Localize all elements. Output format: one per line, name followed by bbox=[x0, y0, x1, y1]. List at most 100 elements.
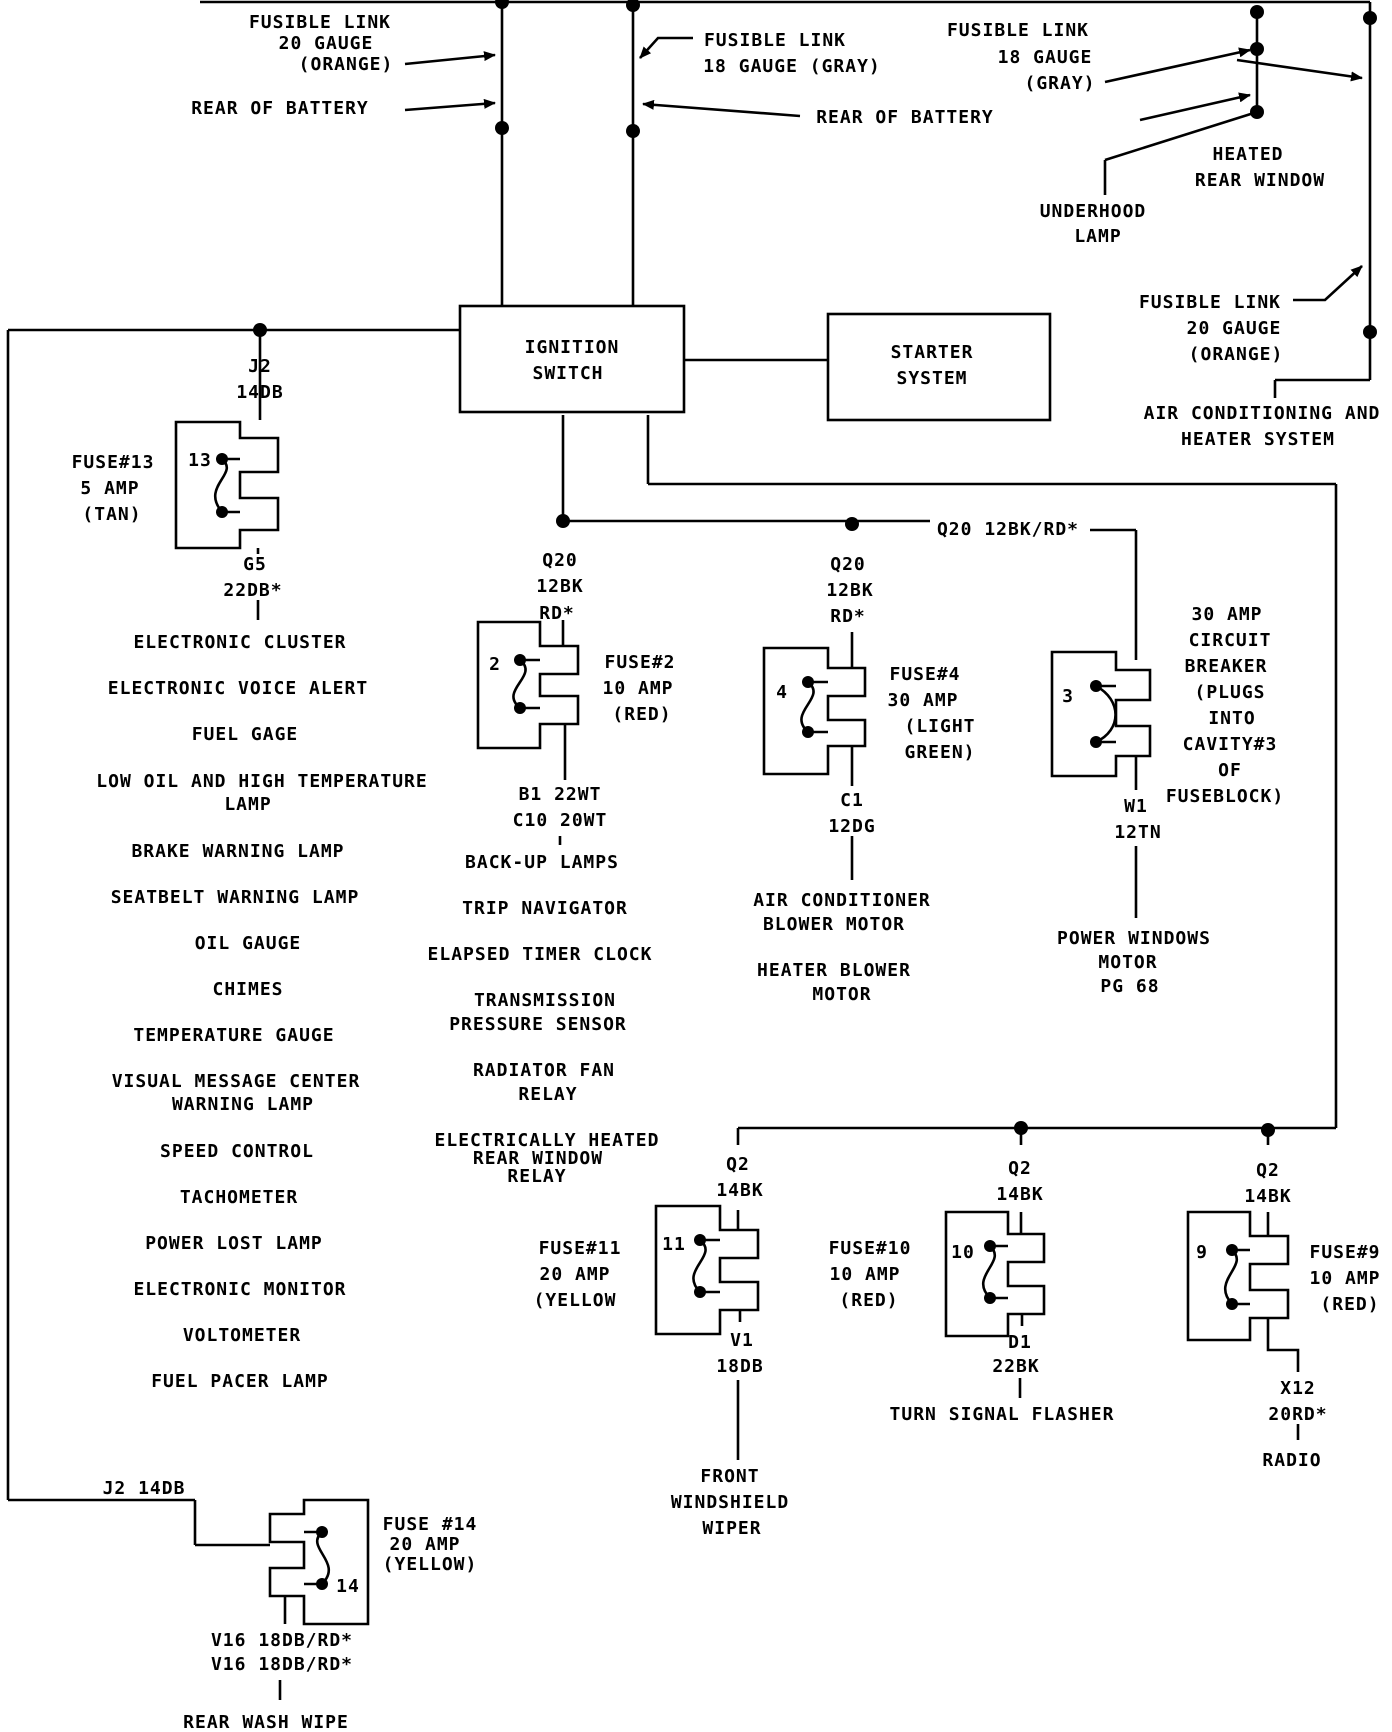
svg-text:PG 68: PG 68 bbox=[1100, 976, 1159, 997]
svg-text:C1: C1 bbox=[840, 790, 864, 811]
svg-text:FUEL PACER LAMP: FUEL PACER LAMP bbox=[151, 1371, 329, 1392]
fuse-10-load-turn-signal: TURN SIGNAL FLASHER bbox=[890, 1404, 1115, 1425]
svg-text:AIR CONDITIONING AND: AIR CONDITIONING AND bbox=[1144, 403, 1381, 424]
svg-text:WIPER: WIPER bbox=[702, 1518, 761, 1539]
svg-text:RELAY: RELAY bbox=[518, 1084, 577, 1105]
bus-wire-label: Q20 12BK/RD* bbox=[937, 519, 1079, 540]
svg-text:18 GAUGE (GRAY): 18 GAUGE (GRAY) bbox=[703, 56, 881, 77]
svg-text:14BK: 14BK bbox=[1244, 1186, 1291, 1207]
svg-text:WARNING LAMP: WARNING LAMP bbox=[172, 1094, 314, 1115]
svg-text:INTO: INTO bbox=[1208, 708, 1255, 729]
svg-text:18DB: 18DB bbox=[716, 1356, 763, 1377]
svg-text:(TAN): (TAN) bbox=[82, 504, 141, 525]
svg-text:D1: D1 bbox=[1008, 1332, 1032, 1353]
svg-text:CHIMES: CHIMES bbox=[212, 979, 283, 1000]
svg-text:Q20: Q20 bbox=[542, 550, 578, 571]
fuse-4: 4 Q20 12BK RD* FUSE#4 30 AMP (LIGHT GREE… bbox=[762, 554, 975, 880]
svg-text:12BK: 12BK bbox=[826, 580, 873, 601]
svg-text:30 AMP: 30 AMP bbox=[1191, 604, 1262, 625]
svg-text:(ORANGE): (ORANGE) bbox=[299, 54, 394, 75]
rear-of-battery-left: REAR OF BATTERY bbox=[191, 98, 369, 119]
svg-text:TRANSMISSION: TRANSMISSION bbox=[474, 990, 616, 1011]
svg-text:BLOWER MOTOR: BLOWER MOTOR bbox=[763, 914, 905, 935]
svg-text:20 GAUGE: 20 GAUGE bbox=[279, 33, 374, 54]
svg-text:20 AMP: 20 AMP bbox=[539, 1264, 610, 1285]
svg-text:UNDERHOOD: UNDERHOOD bbox=[1040, 201, 1147, 222]
circuit-breaker-3: 3 30 AMP CIRCUIT BREAKER (PLUGS INTO CAV… bbox=[1050, 604, 1283, 918]
underhood-lamp-label: UNDERHOOD LAMP bbox=[1040, 201, 1147, 247]
svg-text:VISUAL MESSAGE CENTER: VISUAL MESSAGE CENTER bbox=[112, 1071, 361, 1092]
svg-text:(RED): (RED) bbox=[1320, 1294, 1379, 1315]
svg-text:HEATER BLOWER: HEATER BLOWER bbox=[757, 960, 911, 981]
svg-text:FUSIBLE LINK: FUSIBLE LINK bbox=[704, 30, 846, 51]
svg-text:(YELLOW: (YELLOW bbox=[534, 1290, 617, 1311]
svg-text:10 AMP: 10 AMP bbox=[829, 1264, 900, 1285]
svg-text:(ORANGE): (ORANGE) bbox=[1189, 344, 1284, 365]
svg-text:SYSTEM: SYSTEM bbox=[896, 368, 967, 389]
svg-text:RADIATOR FAN: RADIATOR FAN bbox=[473, 1060, 615, 1081]
fuse-13: 13 J2 14DB FUSE#13 5 AMP (TAN) G5 22DB* bbox=[72, 330, 283, 620]
svg-text:Q2: Q2 bbox=[1256, 1160, 1280, 1181]
svg-text:BREAKER: BREAKER bbox=[1185, 656, 1268, 677]
svg-text:REAR WINDOW: REAR WINDOW bbox=[473, 1148, 603, 1169]
svg-text:12BK: 12BK bbox=[536, 576, 583, 597]
svg-text:20RD*: 20RD* bbox=[1268, 1404, 1327, 1425]
svg-text:X12: X12 bbox=[1280, 1378, 1316, 1399]
svg-text:ELECTRONIC CLUSTER: ELECTRONIC CLUSTER bbox=[133, 632, 346, 653]
svg-text:GREEN): GREEN) bbox=[904, 742, 975, 763]
svg-text:(RED): (RED) bbox=[839, 1290, 898, 1311]
svg-text:FUSE#2: FUSE#2 bbox=[604, 652, 675, 673]
svg-text:FUSIBLE LINK: FUSIBLE LINK bbox=[947, 20, 1089, 41]
fuse-11-cavity: 11 bbox=[662, 1234, 686, 1255]
rear-of-battery-right: REAR OF BATTERY bbox=[816, 107, 994, 128]
fuse-14: 14 J2 14DB FUSE #14 20 AMP (YELLOW) V16 … bbox=[103, 1478, 476, 1700]
ignition-switch-box: IGNITION SWITCH bbox=[458, 304, 686, 414]
breaker-3-cavity: 3 bbox=[1062, 686, 1074, 707]
svg-text:14BK: 14BK bbox=[716, 1180, 763, 1201]
svg-text:REAR WINDOW: REAR WINDOW bbox=[1195, 170, 1325, 191]
svg-text:22BK: 22BK bbox=[992, 1356, 1039, 1377]
svg-text:ELAPSED TIMER CLOCK: ELAPSED TIMER CLOCK bbox=[428, 944, 653, 965]
fuse-14-load-rear-wash-wipe: REAR WASH WIPE bbox=[183, 1712, 349, 1732]
junction-dots bbox=[253, 0, 1377, 1137]
svg-text:TEMPERATURE GAUGE: TEMPERATURE GAUGE bbox=[133, 1025, 334, 1046]
breaker-3-loads: POWER WINDOWS MOTOR PG 68 bbox=[1057, 928, 1210, 997]
fuse-2-loads: BACK-UP LAMPS TRIP NAVIGATOR ELAPSED TIM… bbox=[428, 852, 659, 1187]
svg-text:(GRAY): (GRAY) bbox=[1024, 73, 1095, 94]
svg-text:BRAKE WARNING LAMP: BRAKE WARNING LAMP bbox=[131, 841, 344, 862]
svg-text:12DG: 12DG bbox=[828, 816, 875, 837]
svg-text:FUSIBLE LINK: FUSIBLE LINK bbox=[249, 12, 391, 33]
svg-text:MOTOR: MOTOR bbox=[1098, 952, 1157, 973]
wires bbox=[6, 0, 1372, 1545]
heated-rear-window-label: HEATED REAR WINDOW bbox=[1195, 144, 1325, 191]
svg-text:30 AMP: 30 AMP bbox=[887, 690, 958, 711]
svg-text:HEATED: HEATED bbox=[1212, 144, 1283, 165]
svg-text:V1: V1 bbox=[730, 1330, 754, 1351]
fuse-14-cavity: 14 bbox=[336, 1576, 360, 1597]
svg-text:HEATER SYSTEM: HEATER SYSTEM bbox=[1181, 429, 1335, 450]
svg-text:FUSE#9: FUSE#9 bbox=[1309, 1242, 1380, 1263]
fuse-9: 9 Q2 14BK FUSE#9 10 AMP (RED) X12 20RD* bbox=[1186, 1160, 1380, 1440]
svg-text:ELECTRONIC MONITOR: ELECTRONIC MONITOR bbox=[133, 1279, 346, 1300]
svg-text:STARTER: STARTER bbox=[891, 342, 974, 363]
svg-text:V16 18DB/RD*: V16 18DB/RD* bbox=[211, 1654, 353, 1675]
svg-text:TRIP NAVIGATOR: TRIP NAVIGATOR bbox=[462, 898, 628, 919]
svg-text:SWITCH: SWITCH bbox=[532, 363, 603, 384]
top-right-fusible-link-label: FUSIBLE LINK 18 GAUGE (GRAY) bbox=[947, 20, 1095, 94]
fuse-4-cavity: 4 bbox=[776, 682, 788, 703]
svg-text:Q20: Q20 bbox=[830, 554, 866, 575]
svg-text:OF: OF bbox=[1218, 760, 1242, 781]
svg-text:G5: G5 bbox=[243, 554, 267, 575]
svg-text:SPEED CONTROL: SPEED CONTROL bbox=[160, 1141, 314, 1162]
fuse-4-loads: AIR CONDITIONER BLOWER MOTOR HEATER BLOW… bbox=[753, 890, 930, 1005]
svg-text:OIL GAUGE: OIL GAUGE bbox=[195, 933, 302, 954]
fuse-10: 10 Q2 14BK FUSE#10 10 AMP (RED) D1 22BK bbox=[829, 1158, 1046, 1398]
top-mid-fusible-link-label: FUSIBLE LINK 18 GAUGE (GRAY) bbox=[703, 30, 881, 77]
svg-text:Q2: Q2 bbox=[726, 1154, 750, 1175]
ac-fusible-link-label: FUSIBLE LINK 20 GAUGE (ORANGE) bbox=[1139, 292, 1284, 365]
fuse-11-loads: FRONT WINDSHIELD WIPER bbox=[671, 1466, 788, 1539]
svg-text:18 GAUGE: 18 GAUGE bbox=[998, 47, 1093, 68]
fuse-9-load-radio: RADIO bbox=[1262, 1450, 1321, 1471]
svg-text:CIRCUIT: CIRCUIT bbox=[1189, 630, 1272, 651]
svg-text:CAVITY#3: CAVITY#3 bbox=[1183, 734, 1278, 755]
